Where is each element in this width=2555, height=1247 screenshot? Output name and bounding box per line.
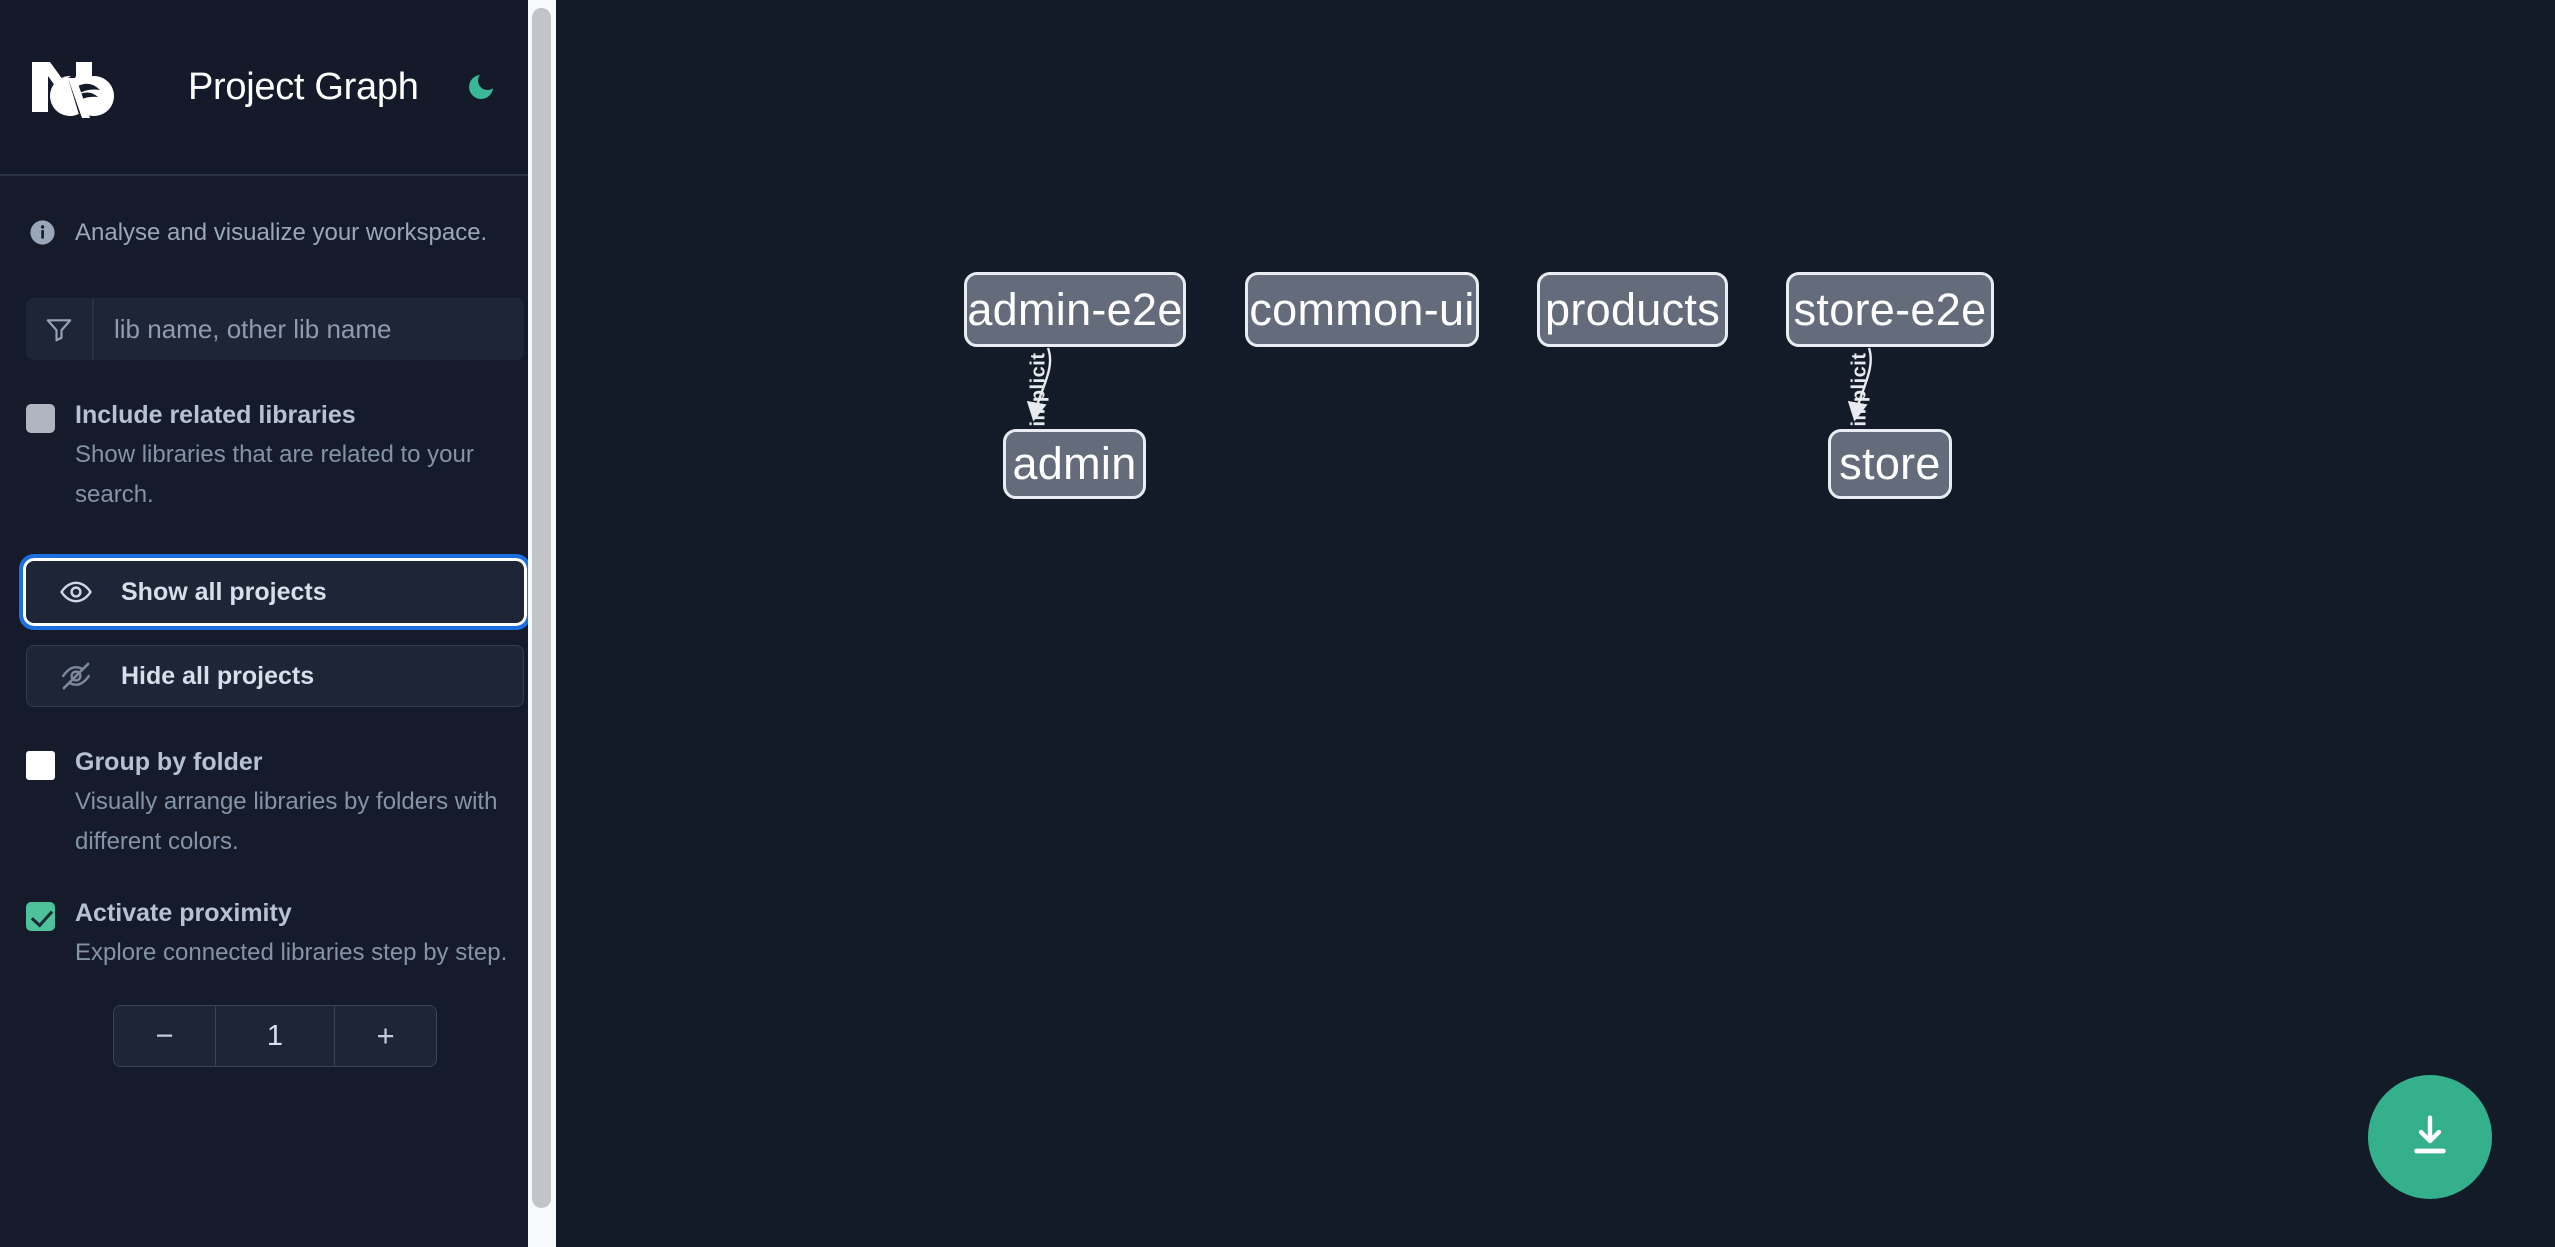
option-activate-proximity[interactable]: Activate proximity Explore connected lib… [26,896,530,973]
option-label: Activate proximity [75,899,292,927]
stepper-value: 1 [216,1006,334,1066]
stepper-increment-button[interactable]: + [334,1006,436,1066]
workspace-info-text: Analyse and visualize your workspace. [75,218,488,246]
graph-node-label: admin [1012,438,1137,489]
hide-all-projects-button[interactable]: Hide all projects [26,645,524,707]
graph-node-store-e2e[interactable]: store-e2e [1786,272,1994,347]
option-description: Show libraries that are related to your … [75,441,474,508]
option-group-by-folder[interactable]: Group by folder Visually arrange librari… [26,745,530,862]
checkbox-group-by-folder[interactable] [26,751,55,780]
graph-node-label: products [1545,283,1720,335]
funnel-icon [26,298,94,360]
graph-node-common-ui[interactable]: common-ui [1245,272,1479,347]
edge-label-admin-implicit: implicit [1027,352,1050,427]
graph-node-admin-e2e[interactable]: admin-e2e [964,272,1186,347]
show-all-projects-button[interactable]: Show all projects [19,554,531,630]
filter-field[interactable] [26,298,524,360]
graph-node-store[interactable]: store [1828,429,1952,499]
stepper-decrement-button[interactable]: − [114,1006,216,1066]
sidebar-header: Project Graph [0,0,556,176]
edge-label-store-implicit: implicit [1848,352,1871,427]
visibility-buttons: Show all projects Hide all projects [19,554,531,707]
option-include-related-libraries[interactable]: Include related libraries Show libraries… [26,398,530,515]
sidebar: Project Graph Analyse and visualize your… [0,0,556,1247]
graph-canvas[interactable]: admin-e2e common-ui products store-e2e a… [556,0,2555,1247]
eye-icon [59,575,93,609]
sidebar-scrollbar-thumb[interactable] [532,8,551,1208]
hide-all-projects-label: Hide all projects [121,661,315,690]
option-label: Include related libraries [75,401,356,429]
checkbox-activate-proximity[interactable] [26,902,55,931]
nx-logo-icon [28,54,124,120]
moon-icon[interactable] [461,67,501,107]
option-description: Explore connected libraries step by step… [75,939,508,966]
graph-node-label: admin-e2e [967,283,1183,335]
checkbox-include-related-libraries[interactable] [26,404,55,433]
option-label: Group by folder [75,748,263,776]
download-icon [2405,1111,2455,1164]
download-graph-button[interactable] [2368,1075,2492,1199]
graph-node-admin[interactable]: admin [1003,429,1146,499]
graph-node-label: store-e2e [1793,283,1987,335]
workspace-info: Analyse and visualize your workspace. [26,176,530,247]
graph-node-label: common-ui [1249,283,1475,335]
info-icon [28,218,57,247]
button-spacer [26,623,530,645]
graph-node-products[interactable]: products [1537,272,1728,347]
graph-edges [1026,347,1872,422]
option-description: Visually arrange libraries by folders wi… [75,788,498,855]
page-title: Project Graph [188,65,419,108]
proximity-stepper: − 1 + [26,1005,524,1067]
sidebar-scrollbar[interactable] [528,0,556,1247]
eye-slash-icon [59,659,93,693]
sidebar-body: Analyse and visualize your workspace. In… [0,176,556,1067]
graph-node-label: store [1839,438,1941,489]
show-all-projects-label: Show all projects [121,577,327,606]
search-input[interactable] [94,298,524,360]
